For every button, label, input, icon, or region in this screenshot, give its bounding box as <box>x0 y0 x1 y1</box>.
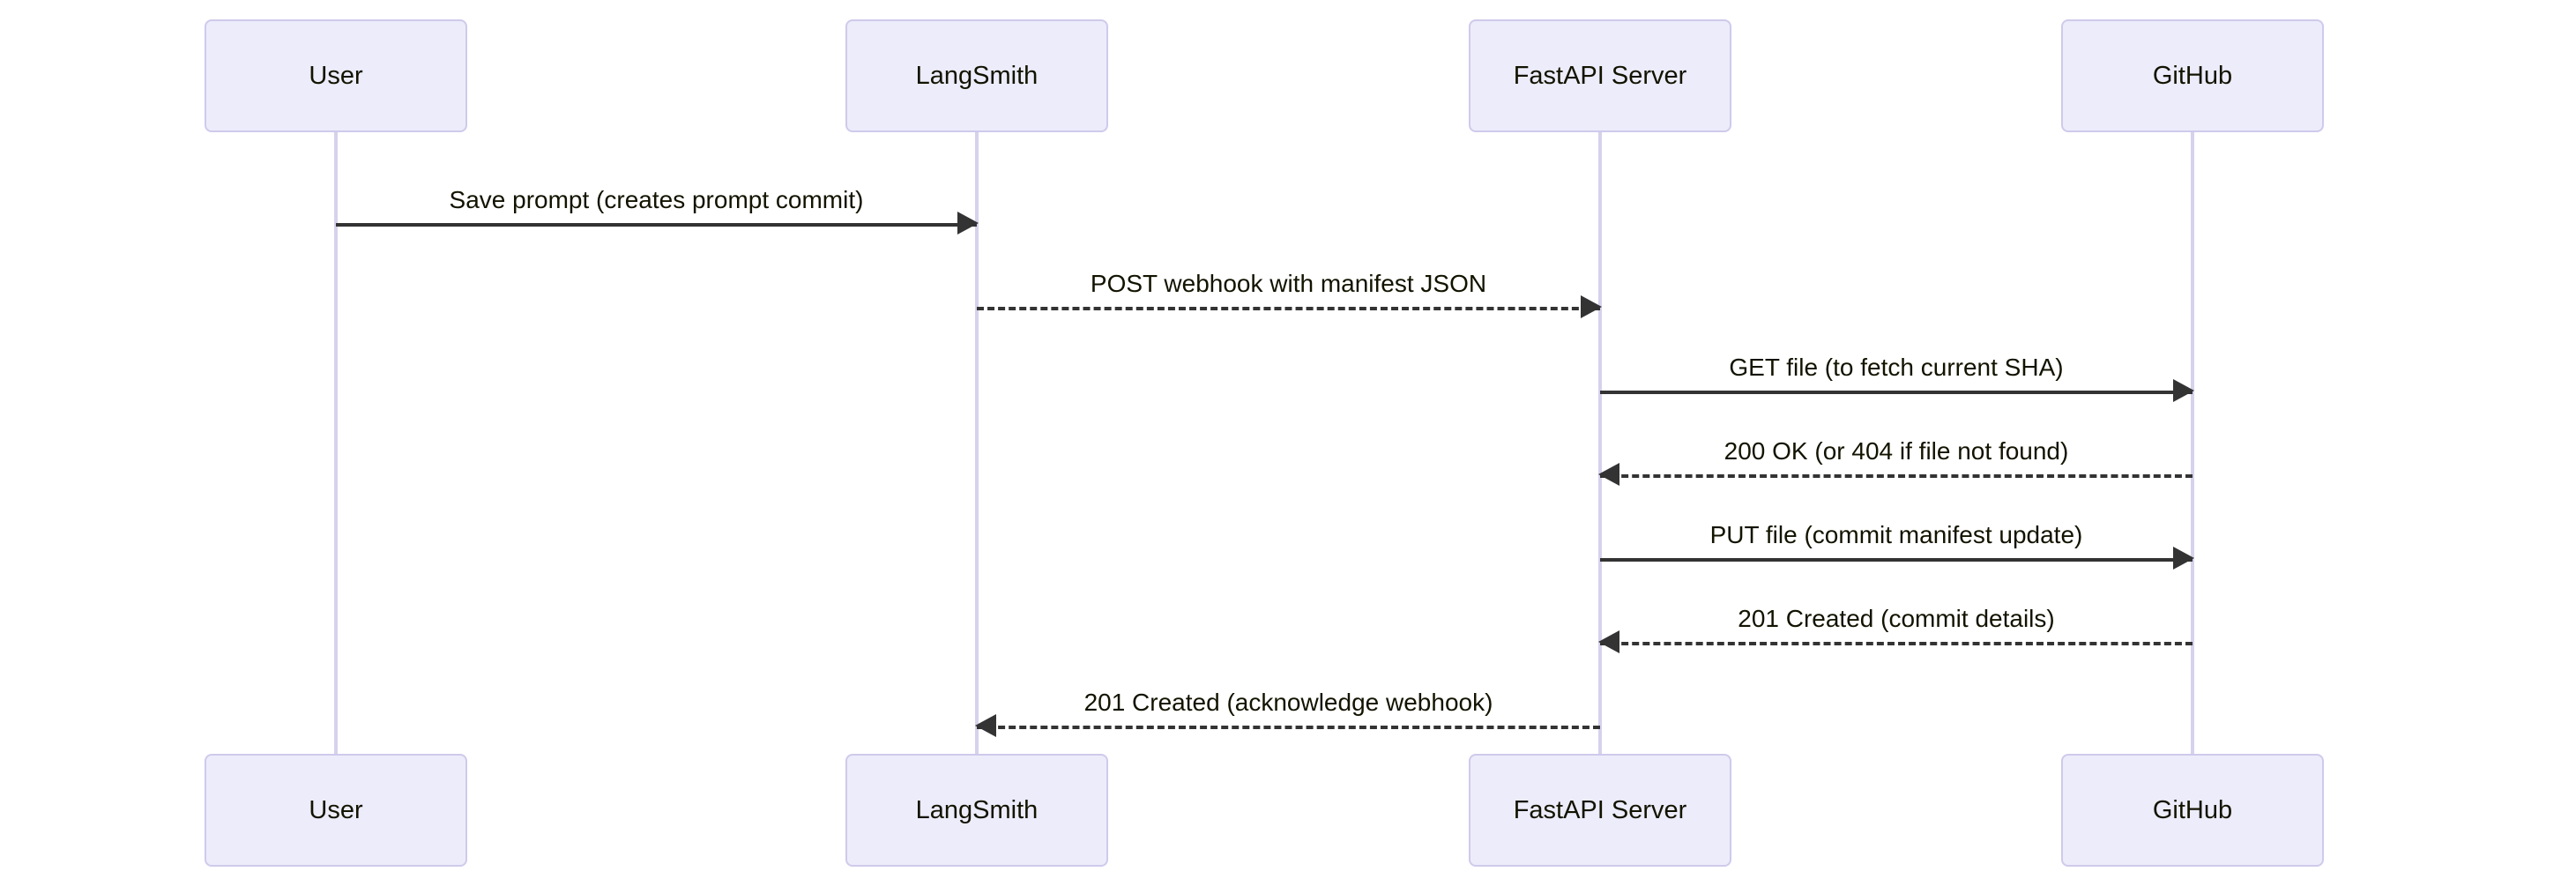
participant-label-langsmith: LangSmith <box>915 61 1039 90</box>
participant-label-fastapi: FastAPI Server <box>1513 795 1687 824</box>
arrowhead-right-icon <box>2173 547 2194 570</box>
message-line-4 <box>1600 474 2193 478</box>
lifeline-langsmith <box>975 132 979 754</box>
message-line-1 <box>336 223 977 227</box>
participant-langsmith-top[interactable]: LangSmith <box>845 19 1108 132</box>
message-line-2 <box>977 307 1600 310</box>
lifeline-github <box>2191 132 2194 754</box>
lifeline-user <box>334 132 338 754</box>
participant-label-github: GitHub <box>2152 61 2233 90</box>
message-label-5: PUT file (commit manifest update) <box>1709 521 2083 548</box>
arrowhead-right-icon <box>1581 295 1602 318</box>
participant-github-bottom[interactable]: GitHub <box>2061 754 2324 867</box>
participant-github-top[interactable]: GitHub <box>2061 19 2324 132</box>
participant-fastapi-top[interactable]: FastAPI Server <box>1469 19 1731 132</box>
arrowhead-right-icon <box>2173 379 2194 402</box>
participant-fastapi-bottom[interactable]: FastAPI Server <box>1469 754 1731 867</box>
message-label-6: 201 Created (commit details) <box>1738 605 2055 632</box>
lifeline-fastapi <box>1598 132 1602 754</box>
participant-label-user: User <box>309 795 363 824</box>
message-line-7 <box>977 726 1600 729</box>
message-label-1: Save prompt (creates prompt commit) <box>449 186 864 213</box>
message-line-6 <box>1600 642 2193 645</box>
participant-user-bottom[interactable]: User <box>205 754 467 867</box>
message-label-4: 200 OK (or 404 if file not found) <box>1724 437 2069 465</box>
arrowhead-left-icon <box>975 714 996 737</box>
participant-label-user: User <box>309 61 363 90</box>
message-label-2: POST webhook with manifest JSON <box>1090 270 1487 297</box>
message-line-5 <box>1600 558 2193 562</box>
arrowhead-right-icon <box>957 212 979 235</box>
participant-label-langsmith: LangSmith <box>915 795 1039 824</box>
message-label-7: 201 Created (acknowledge webhook) <box>1083 689 1493 716</box>
participant-user-top[interactable]: User <box>205 19 467 132</box>
message-line-3 <box>1600 391 2193 394</box>
participant-label-fastapi: FastAPI Server <box>1513 61 1687 90</box>
participant-label-github: GitHub <box>2152 795 2233 824</box>
arrowhead-left-icon <box>1598 630 1619 653</box>
message-label-3: GET file (to fetch current SHA) <box>1729 354 2064 381</box>
arrowhead-left-icon <box>1598 463 1619 486</box>
participant-langsmith-bottom[interactable]: LangSmith <box>845 754 1108 867</box>
